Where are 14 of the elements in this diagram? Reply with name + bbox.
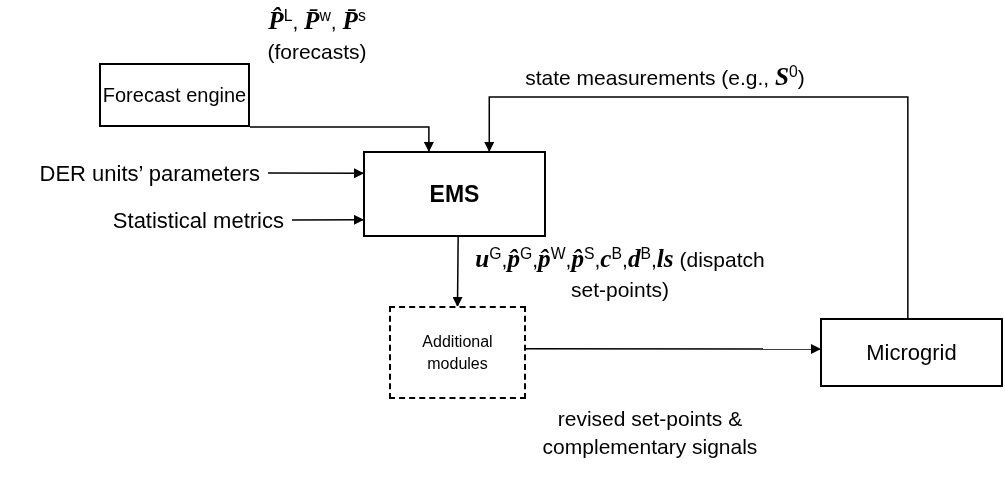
edge-label: P̂$^{L}$, P̄$^{w}$, P̄$^{s}$ (forecasts) [266,6,368,65]
process-box: Forecast engine [99,63,250,127]
arrow [267,168,364,179]
arrow [249,126,434,152]
dashed-module-box: Additional modules [389,306,526,399]
process-box: Microgrid [820,318,1003,387]
edge-label: state measurements (e.g., S$^{0}$) [524,62,806,92]
arrow [525,344,821,355]
arrow [291,214,364,225]
arrow [484,96,909,319]
edge-label: u$^{G}$,p̂$^{G}$,p̂$^{W}$,p̂$^{S}$,c$^{B}$,d$^{B}$,ls (dispatch set-points) [474,244,766,303]
process-box: EMS [363,151,546,237]
arrow [452,236,463,307]
edge-label: revised set-points & complementary signals [541,406,759,461]
